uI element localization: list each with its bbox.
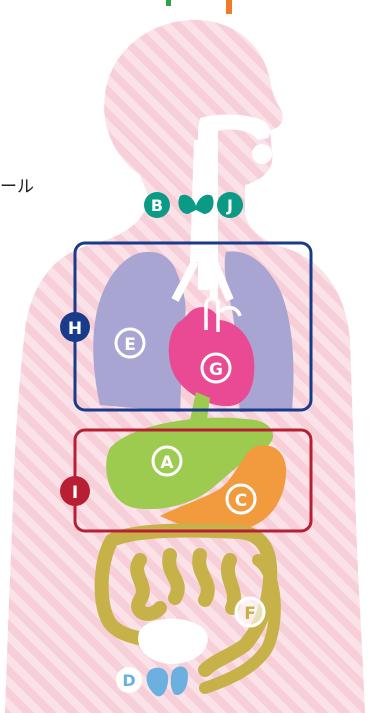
label-B: B	[144, 192, 170, 218]
svg-text:A: A	[160, 453, 174, 473]
svg-text:G: G	[209, 360, 223, 380]
svg-text:C: C	[235, 491, 247, 511]
label-I: I	[60, 476, 90, 506]
svg-text:F: F	[244, 604, 256, 624]
svg-text:E: E	[124, 335, 136, 355]
label-H: H	[60, 312, 90, 342]
svg-text:B: B	[151, 196, 163, 215]
label-J: J	[217, 192, 243, 218]
throat-circle	[252, 144, 272, 164]
svg-text:H: H	[68, 319, 82, 339]
label-F: F	[236, 598, 264, 626]
svg-text:D: D	[122, 671, 135, 690]
top-green-marker	[166, 0, 171, 6]
label-D: D	[116, 667, 142, 693]
side-caption: ール	[0, 172, 34, 197]
top-orange-marker	[226, 0, 232, 14]
svg-text:I: I	[72, 483, 78, 503]
svg-text:J: J	[226, 196, 233, 215]
